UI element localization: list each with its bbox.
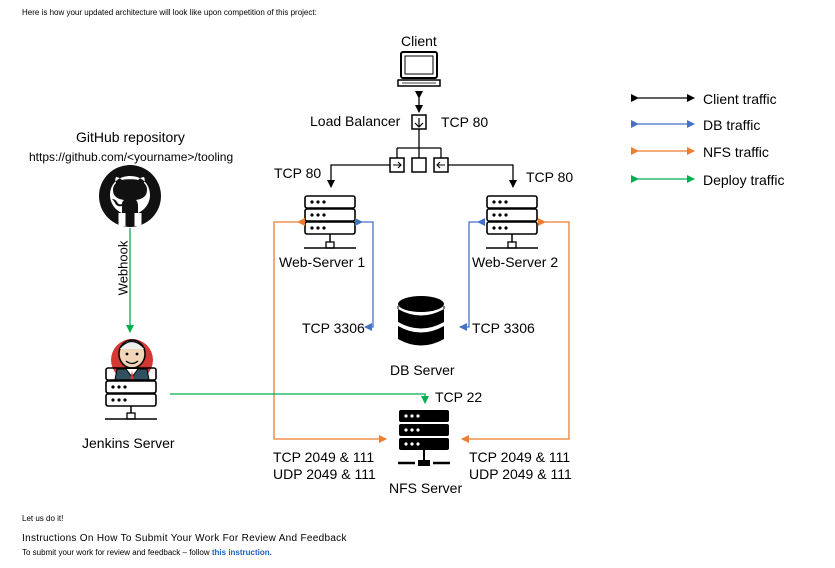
load-balancer-icon <box>411 114 427 130</box>
jenkins-server-icon <box>105 367 157 420</box>
load-balancer-label: Load Balancer <box>310 113 401 129</box>
submit-line: To submit your work for review and feedb… <box>22 548 272 557</box>
legend-client-label: Client traffic <box>703 91 777 107</box>
github-url: https://github.com/<yourname>/tooling <box>29 150 234 164</box>
client-computer-icon <box>397 51 441 87</box>
lb-fanout-lines <box>396 129 442 158</box>
web2-nfs-link <box>461 218 570 443</box>
intro-text: Here is how your updated architecture wi… <box>22 8 317 17</box>
nfs-ports-right-tcp-label: TCP 2049 & 111 <box>469 449 571 465</box>
client-label: Client <box>401 33 437 49</box>
submit-instruction-link[interactable]: this instruction. <box>211 548 272 557</box>
lb-to-web1-arrow <box>327 164 390 188</box>
legend-db-label: DB traffic <box>703 117 761 133</box>
instructions-heading: Instructions On How To Submit Your Work … <box>22 533 347 544</box>
lb-to-web2-arrow <box>448 164 517 188</box>
lb-node-boxes <box>389 157 449 173</box>
nfs-deploy-port-label: TCP 22 <box>435 389 483 405</box>
deploy-arrow <box>170 393 429 404</box>
nfs-ports-left-tcp-label: TCP 2049 & 111 <box>273 449 375 465</box>
web2-db-link <box>459 218 485 331</box>
legend-deploy-label: Deploy traffic <box>703 172 785 188</box>
jenkins-logo-icon <box>111 339 153 386</box>
github-title: GitHub repository <box>76 129 185 145</box>
db-port-left-label: TCP 3306 <box>302 320 365 336</box>
nfs-ports-left-udp-label: UDP 2049 & 111 <box>273 466 376 482</box>
web-server-1-icon <box>304 195 356 249</box>
jenkins-server-label: Jenkins Server <box>82 435 175 451</box>
web-server-2-icon <box>486 195 538 249</box>
webhook-label: Webhook <box>115 240 130 295</box>
web1-port-label: TCP 80 <box>274 165 322 181</box>
nfs-server-label: NFS Server <box>389 480 463 496</box>
nfs-server-icon <box>398 410 450 466</box>
web2-port-label: TCP 80 <box>526 169 574 185</box>
web-server-1-label: Web-Server 1 <box>279 254 366 270</box>
submit-text: To submit your work for review and feedb… <box>22 548 210 557</box>
db-server-label: DB Server <box>390 362 455 378</box>
web1-db-link <box>355 218 374 331</box>
web-server-2-label: Web-Server 2 <box>472 254 559 270</box>
lb-port-label: TCP 80 <box>441 114 489 130</box>
web1-nfs-link <box>273 218 387 443</box>
lets-do-it-text: Let us do it! <box>22 514 64 523</box>
db-port-right-label: TCP 3306 <box>472 320 535 336</box>
database-icon <box>397 296 445 346</box>
legend-nfs-label: NFS traffic <box>703 144 769 160</box>
github-logo-icon <box>99 165 161 227</box>
nfs-ports-right-udp-label: UDP 2049 & 111 <box>469 466 572 482</box>
